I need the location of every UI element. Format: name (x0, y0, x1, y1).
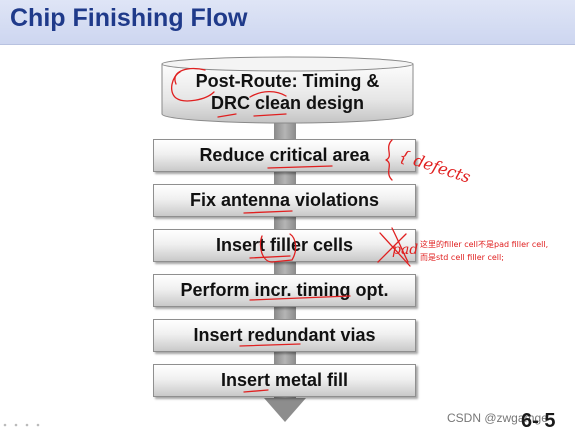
step-fix-antenna-violations: Fix antenna violations (153, 184, 416, 217)
step-insert-metal-fill: Insert metal fill (153, 364, 416, 397)
watermark: CSDN @zwgamge (447, 411, 548, 425)
annotation-note-line2: 而是std cell filler cell; (420, 253, 504, 262)
start-line2: DRC clean design (210, 93, 365, 113)
start-label: Post-Route: Timing & DRC clean design (161, 70, 414, 114)
step-reduce-critical-area: Reduce critical area (153, 139, 416, 172)
cylinder-shape (161, 56, 414, 124)
start-line1: Post-Route: Timing & (195, 71, 380, 91)
step-insert-filler-cells: Insert filler cells (153, 229, 416, 262)
slide-nav-icons (3, 423, 40, 427)
annotation-note-line1: 这里的filler cell不是pad filler cell, (420, 240, 549, 249)
page-number: 6- 5 (521, 410, 556, 432)
title-bar: Chip Finishing Flow (0, 0, 575, 45)
step-insert-redundant-vias: Insert redundant vias (153, 319, 416, 352)
step-perform-timing-opt: Perform incr. timing opt. (153, 274, 416, 307)
page-title: Chip Finishing Flow (10, 4, 248, 32)
flow-arrow-head (264, 398, 306, 422)
start-cylinder: Post-Route: Timing & DRC clean design (161, 56, 414, 124)
annotation-note: 这里的filler cell不是pad filler cell, 而是std c… (420, 238, 575, 264)
